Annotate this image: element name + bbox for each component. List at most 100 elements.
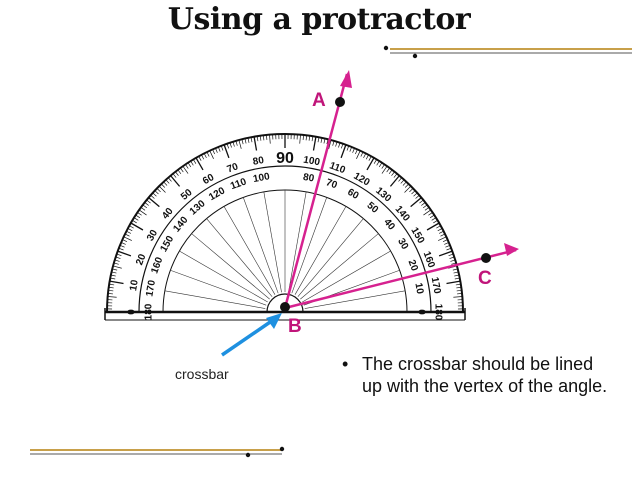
scale-tick [413, 192, 418, 197]
scale-tick [311, 136, 314, 142]
scale-tick [112, 265, 122, 269]
scale-tick [368, 156, 372, 161]
scale-tick [111, 271, 117, 274]
scale-tick [132, 220, 137, 224]
scale-tick [109, 280, 124, 285]
scale-tick [256, 136, 259, 142]
scale-tick [455, 283, 461, 286]
scale-tick [312, 136, 317, 151]
scale-tick [235, 140, 238, 146]
radial-guide-line [164, 290, 266, 309]
inner-scale-number: 80 [302, 172, 315, 185]
scale-tick [431, 217, 437, 221]
scale-tick [262, 135, 265, 141]
scale-tick [436, 225, 441, 229]
scale-tick [409, 188, 414, 193]
scale-tick [108, 286, 114, 289]
scale-tick [423, 209, 432, 216]
scale-tick [352, 148, 355, 153]
scale-tick [217, 146, 221, 152]
scale-tick [163, 181, 168, 186]
scale-tick [209, 150, 214, 159]
inner-scale-number: 50 [365, 200, 381, 216]
scale-tick [108, 289, 114, 292]
scale-tick [444, 242, 449, 245]
ray-ba [283, 73, 349, 309]
scale-tick [349, 146, 353, 152]
scale-tick [117, 250, 132, 257]
scale-tick [451, 262, 457, 265]
scale-tick [453, 271, 459, 274]
outer-scale-number: 20 [134, 252, 148, 267]
scale-tick [332, 140, 335, 146]
radial-guide-line [300, 233, 379, 300]
inner-scale-number: 60 [345, 187, 361, 202]
protractor-inner-arc [138, 165, 432, 313]
scale-tick [438, 230, 444, 234]
radial-guide-line [291, 197, 328, 294]
outer-scale-number: 80 [252, 155, 265, 168]
scale-tick [195, 157, 204, 171]
scale-tick [424, 207, 430, 211]
scale-tick [438, 236, 447, 241]
scale-tick [410, 197, 422, 208]
scale-tick [115, 256, 121, 259]
scale-tick [320, 137, 323, 143]
scale-tick [308, 135, 311, 141]
crossbar-label: crossbar [175, 366, 229, 382]
scale-tick [144, 202, 149, 206]
radial-guide-line [297, 218, 364, 297]
scale-tick [266, 134, 268, 140]
radial-guide-line [263, 191, 282, 293]
scale-tick [238, 139, 242, 149]
scale-tick [116, 253, 122, 257]
scale-tick [114, 259, 120, 262]
scale-tick [404, 185, 412, 193]
scale-tick [340, 144, 347, 159]
scale-tick [446, 280, 461, 285]
scale-tick [400, 179, 405, 184]
scale-tick [360, 151, 364, 157]
scale-tick [448, 253, 454, 257]
scale-tick [335, 141, 338, 147]
scale-tick [373, 159, 377, 164]
inner-scale-number: 30 [395, 237, 410, 253]
scale-tick [442, 239, 448, 242]
scale-tick [244, 138, 247, 144]
scale-tick [182, 165, 189, 174]
scale-tick [456, 286, 462, 289]
outer-scale-number: 120 [351, 171, 371, 189]
scale-tick [398, 177, 403, 182]
scale-tick [156, 188, 161, 193]
radial-guide-line [288, 191, 307, 293]
outer-scale-number: 100 [302, 155, 321, 169]
scale-tick [113, 262, 119, 265]
inner-scale-number: 150 [158, 234, 176, 254]
scale-tick [226, 143, 230, 149]
scale-tick [177, 169, 182, 175]
vertex-b-label: B [288, 316, 302, 337]
outer-scale-number: 90 [276, 150, 294, 167]
scale-tick [122, 239, 128, 242]
scale-tick [340, 143, 344, 149]
inner-scale-number: 10 [412, 282, 425, 295]
scale-tick [433, 220, 438, 224]
scale-tick [356, 150, 361, 159]
scale-tick [346, 145, 350, 151]
scale-tick [158, 185, 166, 193]
slide-title: Using a protractor [167, 2, 471, 37]
scale-tick [180, 167, 184, 173]
scale-tick [150, 194, 155, 199]
inner-scale-number: 160 [149, 255, 165, 275]
scale-tick [127, 228, 133, 232]
scale-tick [454, 277, 460, 280]
scale-tick [323, 138, 326, 144]
crossbar-arrowhead [266, 313, 282, 329]
scale-tick [456, 289, 462, 292]
inner-scale-number: 40 [381, 217, 397, 233]
outer-scale-number: 70 [226, 161, 241, 175]
scale-tick [389, 175, 400, 187]
scale-tick [109, 283, 115, 286]
scale-tick [426, 222, 440, 231]
scale-tick [386, 167, 390, 173]
